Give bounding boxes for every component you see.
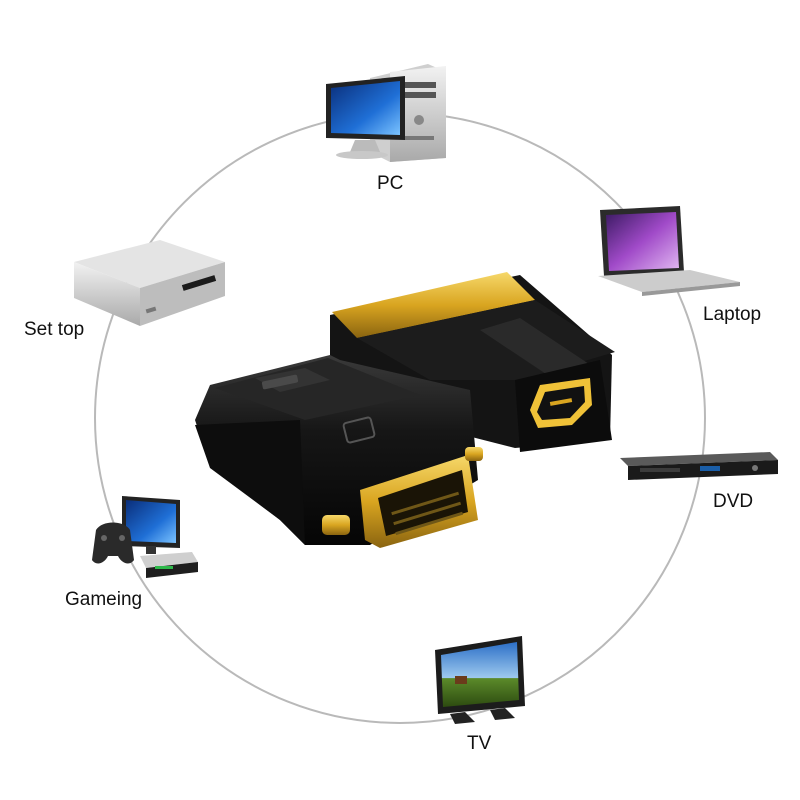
screw-left: [322, 515, 350, 535]
set-top-box-icon: [74, 240, 225, 326]
label-tv: TV: [467, 733, 492, 754]
label-set-top: Set top: [24, 319, 84, 340]
label-pc: PC: [377, 173, 403, 194]
dvd-player-icon: [620, 452, 778, 480]
front-adapter: [195, 355, 483, 548]
flat-tv-icon: [435, 636, 525, 724]
label-dvd: DVD: [713, 491, 753, 512]
game-console-icon: [92, 496, 198, 578]
screw-right: [465, 447, 483, 461]
label-laptop: Laptop: [703, 304, 761, 325]
label-gaming: Gameing: [65, 589, 142, 610]
hdmi-dvi-adapter-icon: [195, 272, 615, 548]
desktop-computer-icon: [326, 64, 446, 162]
laptop-icon: [598, 206, 740, 296]
